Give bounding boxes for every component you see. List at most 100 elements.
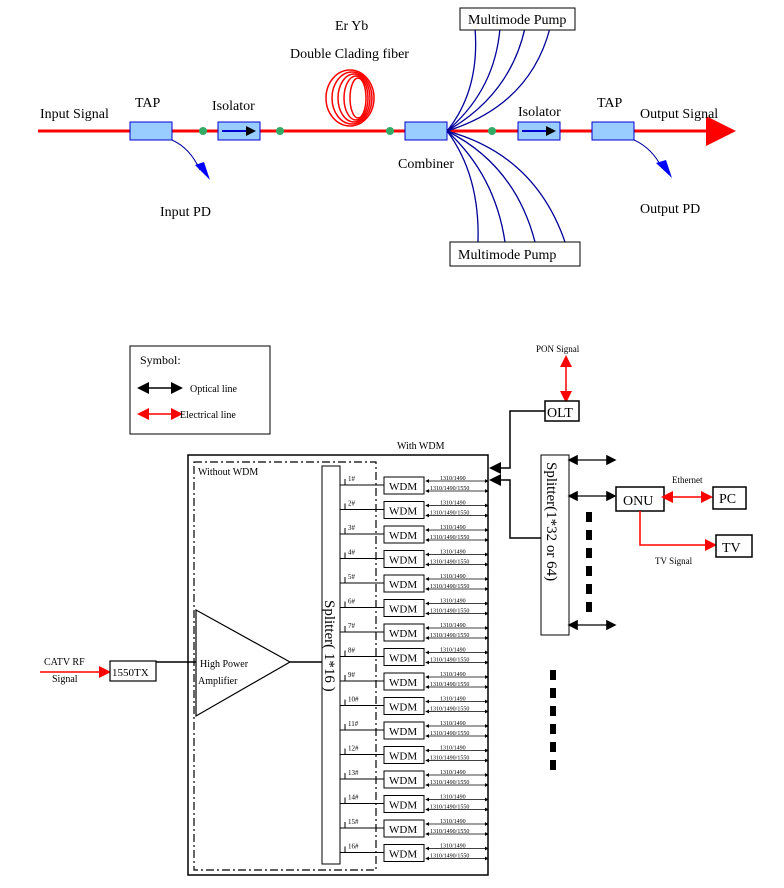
catv-label-line2: Signal: [52, 674, 78, 685]
wavelength-label: 1310/1490: [440, 697, 466, 703]
splitter-16: [321, 465, 341, 865]
wavelength-label: 1310/1490: [440, 648, 466, 654]
wavelength-label: 1310/1490: [440, 721, 466, 727]
wavelength-label: 1310/1490: [440, 574, 466, 580]
splice-icon: [386, 127, 394, 135]
ellipsis-dots-icon: [586, 512, 592, 612]
wavelength-label: 1310/1490/1550: [430, 486, 469, 492]
amplifier-diagram: Input Signal Output Signal TAP Input PD …: [38, 7, 736, 267]
wavelength-label: 1310/1490/1550: [430, 780, 469, 786]
tv-signal-label: TV Signal: [655, 556, 693, 566]
port-label: 11#: [348, 720, 359, 728]
ethernet-label: Ethernet: [672, 475, 703, 485]
wdm-box: [383, 525, 425, 544]
wdm-label: WDM: [389, 530, 417, 542]
wdm-label: WDM: [389, 824, 417, 836]
pon-signal-label: PON Signal: [536, 344, 580, 354]
port-label: 4#: [348, 549, 356, 557]
pon-catv-diagram: Symbol: Optical line Electrical line PON…: [40, 344, 753, 876]
pump-bottom-box: [449, 241, 581, 267]
system-enclosure: [187, 454, 489, 876]
wavelength-label: 1310/1490/1550: [430, 535, 469, 541]
port-label: 2#: [348, 500, 356, 508]
port-label: 16#: [348, 843, 359, 851]
wavelength-label: 1310/1490: [440, 599, 466, 605]
wdm-box: [383, 672, 425, 691]
wavelength-label: 1310/1490/1550: [430, 658, 469, 664]
output-pd-label: Output PD: [640, 202, 700, 217]
port-label: 15#: [348, 818, 359, 826]
wdm-label: WDM: [389, 604, 417, 616]
tap-right: [591, 121, 635, 141]
pump-fibers: [446, 27, 566, 243]
wdm-label: WDM: [389, 555, 417, 567]
wavelength-label: 1310/1490/1550: [430, 584, 469, 590]
amplifier-label-line1: High Power: [200, 659, 249, 670]
combiner-label: Combiner: [398, 157, 454, 172]
pc-label: PC: [719, 492, 736, 507]
input-pd-label: Input PD: [160, 205, 211, 220]
pump-top-label: Multimode Pump: [468, 13, 566, 28]
fiber-title-line1: Er Yb: [335, 19, 368, 34]
legend-optical: Optical line: [190, 384, 237, 395]
wavelength-label: 1310/1490: [440, 819, 466, 825]
tx-box: [109, 660, 157, 682]
port-label: 10#: [348, 696, 359, 704]
splitter-32-64-label: Splitter(1*32 or 64): [543, 462, 559, 581]
wdm-box: [383, 648, 425, 666]
port-label: 6#: [348, 598, 356, 606]
port-label: 7#: [348, 622, 356, 630]
pump-bottom-label: Multimode Pump: [458, 248, 556, 263]
wdm-label: WDM: [389, 677, 417, 689]
wavelength-label: 1310/1490/1550: [430, 854, 469, 860]
splitter-16-label: Splitter( 1*16 ): [321, 600, 337, 692]
wavelength-label: 1310/1490: [440, 746, 466, 752]
port-label: 12#: [348, 745, 359, 753]
input-signal-label: Input Signal: [40, 107, 109, 122]
wavelength-label: 1310/1490/1550: [430, 609, 469, 615]
wdm-label: WDM: [389, 481, 417, 493]
wdm-box: [383, 697, 425, 715]
wdm-box: [383, 599, 425, 617]
wavelength-label: 1310/1490/1550: [430, 511, 469, 517]
wavelength-label: 1310/1490/1550: [430, 731, 469, 737]
wdm-box: [383, 746, 425, 764]
amplifier-label-line2: Amplifier: [198, 676, 238, 687]
olt-label: OLT: [547, 406, 573, 421]
port-label: 5#: [348, 573, 356, 581]
splice-icon: [276, 127, 284, 135]
port-label: 14#: [348, 794, 359, 802]
splitter-32-64: [540, 454, 570, 636]
wavelength-label: 1310/1490/1550: [430, 829, 469, 835]
isolator-left-label: Isolator: [212, 99, 255, 114]
splice-icon: [199, 127, 207, 135]
without-wdm-boundary: [193, 461, 377, 871]
combiner: [404, 121, 448, 141]
output-pd-icon: [656, 160, 672, 178]
fiber-coil-icon: [325, 69, 375, 127]
wavelength-label: 1310/1490/1550: [430, 805, 469, 811]
amplifier-icon: [195, 608, 292, 718]
wavelength-label: 1310/1490/1550: [430, 707, 469, 713]
splice-icon: [488, 127, 496, 135]
port-label: 9#: [348, 671, 356, 679]
wdm-label: WDM: [389, 849, 417, 861]
port-rows: 1#WDM1310/14901310/1490/15502#WDM1310/14…: [340, 475, 489, 862]
with-wdm-label: With WDM: [397, 441, 445, 452]
catv-label-line1: CATV RF: [44, 657, 85, 668]
pump-top-box: [459, 7, 576, 31]
wavelength-label: 1310/1490: [440, 525, 466, 531]
tv-signal-line: [639, 511, 717, 551]
olt-optical-line: [489, 410, 545, 474]
port-label: 8#: [348, 647, 356, 655]
port-label: 13#: [348, 769, 359, 777]
wavelength-label: 1310/1490: [440, 501, 466, 507]
wavelength-label: 1310/1490: [440, 476, 466, 482]
wdm-box: [383, 476, 425, 495]
wdm-label: WDM: [389, 579, 417, 591]
without-wdm-label: Without WDM: [198, 467, 258, 478]
wavelength-label: 1310/1490: [440, 550, 466, 556]
wavelength-label: 1310/1490: [440, 623, 466, 629]
ellipsis-dots-icon: [550, 670, 556, 770]
wdm-label: WDM: [389, 653, 417, 665]
